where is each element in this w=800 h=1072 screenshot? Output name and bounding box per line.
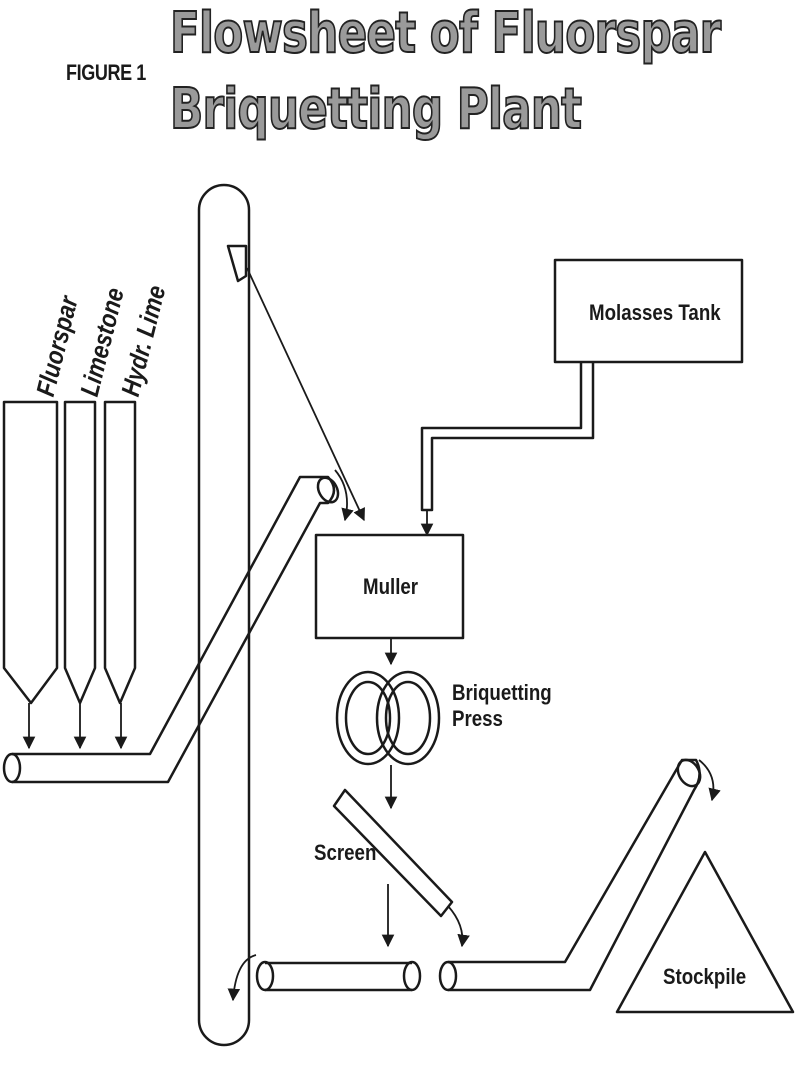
stockpile-label: Stockpile [663, 964, 747, 989]
product-conveyor-tail-pulley [438, 960, 458, 992]
return-conveyor-right-pulley [402, 960, 422, 992]
briquetting-press-label-line1: Briquetting [452, 680, 552, 705]
return-conveyor [265, 961, 412, 992]
product-conveyor-head-pulley [676, 758, 702, 788]
return-conveyor-left-pulley [255, 960, 275, 992]
elevator-to-muller-line [246, 267, 365, 522]
product-discharge-arrow [698, 759, 721, 802]
elevator-discharge-chute [226, 244, 248, 283]
feed-conveyor [12, 475, 336, 784]
feed-conveyor-tail-pulley [2, 752, 22, 784]
bucket-elevator [197, 183, 251, 1047]
diagram-title-line1: Flowsheet of Fluorspar [169, 1, 722, 66]
briquetting-press [335, 670, 441, 766]
muller [314, 533, 465, 640]
stockpile [615, 850, 795, 1014]
molasses-pipe [420, 362, 595, 512]
feed-conveyor-head-pulley [316, 476, 340, 504]
figure-label: FIGURE 1 [66, 60, 146, 85]
briquetting-press-label-line2: Press [452, 706, 503, 731]
hydr-lime-bin [103, 400, 137, 705]
muller-label: Muller [363, 574, 419, 599]
molasses-tank [553, 258, 744, 364]
screen-label: Screen [314, 840, 377, 865]
return-to-elevator-arrow [227, 954, 257, 1002]
product-conveyor [448, 758, 701, 992]
screen-oversize-arrow [447, 905, 470, 948]
limestone-bin [63, 400, 97, 705]
screen-deck [332, 788, 454, 918]
fluorspar-bin [2, 400, 59, 705]
molasses-tank-label: Molasses Tank [589, 300, 721, 325]
diagram-title-line2: Briquetting Plant [169, 77, 583, 142]
feed-conveyor-discharge-arrow [334, 469, 354, 522]
